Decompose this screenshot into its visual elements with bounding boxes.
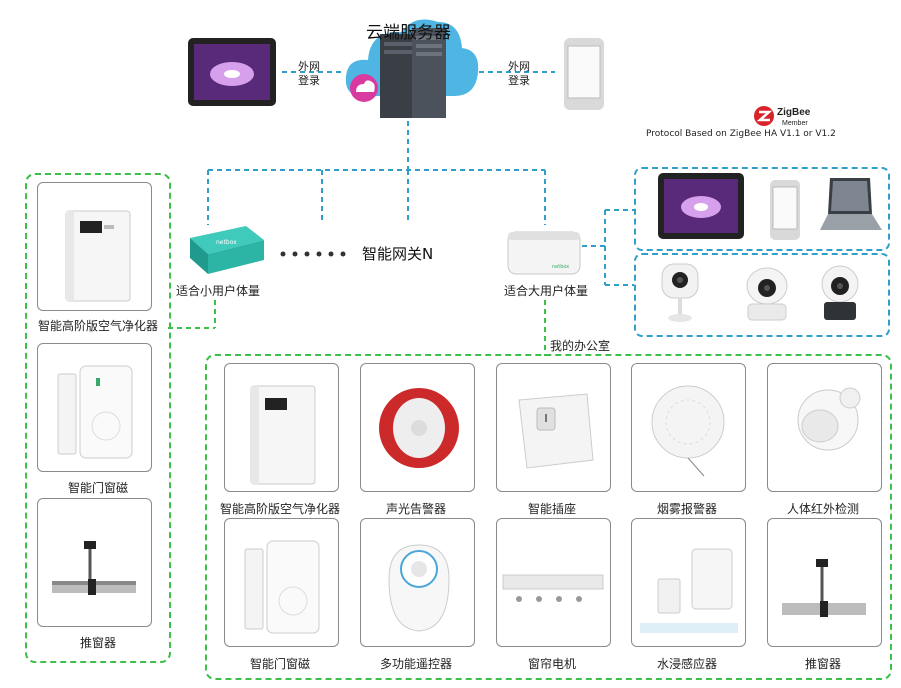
office-device-card[interactable] (360, 518, 475, 647)
right-link-line1: 外网 (508, 60, 530, 73)
office-device-card[interactable] (224, 518, 339, 647)
office-device-label: 人体红外检测 (786, 502, 859, 516)
office-device-label: 声光告警器 (385, 502, 446, 516)
office-device-card[interactable] (631, 518, 746, 647)
left-link-line1: 外网 (298, 60, 320, 73)
office-device-card[interactable] (631, 363, 746, 492)
right-link-line2: 登录 (508, 74, 530, 87)
svg-text:Member: Member (782, 120, 808, 127)
remote-icon (388, 544, 450, 632)
left-device-card[interactable] (37, 182, 152, 311)
office-device-label: 智能插座 (527, 502, 576, 516)
phone-icon (564, 38, 604, 110)
large-gateway-icon: netbox (507, 231, 581, 275)
tablet-icon (188, 38, 276, 106)
water-sensor-icon (640, 548, 738, 633)
client-phone (768, 180, 802, 240)
small-gateway: netbox (186, 222, 266, 278)
tablet-icon (658, 173, 744, 239)
smart-plug-icon (518, 393, 594, 469)
left-device-label: 智能高阶版空气净化器 (37, 319, 158, 333)
camera-devices-box (634, 253, 890, 337)
office-device-label: 窗帘电机 (527, 657, 576, 671)
client-laptop (820, 178, 882, 236)
air-purifier-icon (65, 210, 131, 302)
cloud-server: 云端服务器 (342, 8, 482, 120)
office-device-card[interactable] (360, 363, 475, 492)
office-device-label: 智能高阶版空气净化器 (219, 502, 340, 516)
small-gateway-icon: netbox (190, 226, 264, 274)
laptop-icon (820, 178, 882, 230)
small-gateway-label: 适合小用户体量 (176, 284, 261, 298)
large-gateway: netbox (504, 224, 584, 278)
camera-3 (818, 262, 862, 324)
smoke-detector-icon (651, 385, 725, 477)
large-gateway-label: 适合大用户体量 (504, 284, 589, 298)
office-device-card[interactable] (767, 518, 882, 647)
client-tablet (658, 173, 744, 239)
air-purifier-icon (250, 385, 316, 485)
window-pusher-icon (782, 559, 866, 617)
cloud-server-icon (345, 19, 479, 118)
office-device-group (205, 354, 892, 680)
door-sensor-icon (244, 540, 320, 634)
camera-1 (660, 262, 700, 324)
office-device-label: 烟雾报警器 (656, 502, 717, 516)
office-device-label: 多功能遥控器 (379, 657, 452, 671)
left-link-line2: 登录 (298, 74, 320, 87)
pir-sensor-icon (797, 387, 861, 451)
camera-2 (742, 262, 792, 324)
tablet-device (188, 38, 276, 106)
zigbee-protocol: Protocol Based on ZigBee HA V1.1 or V1.2 (646, 129, 836, 139)
left-device-card[interactable] (37, 498, 152, 627)
zigbee-logo: ZigBee Member (752, 104, 832, 130)
left-device-label: 智能门窗磁 (67, 481, 128, 495)
zigbee-icon: ZigBee Member (754, 106, 811, 127)
left-device-label: 推窗器 (79, 636, 116, 650)
phone-device (562, 38, 606, 110)
camera-icon (821, 265, 859, 320)
phone-icon (770, 180, 800, 240)
door-sensor-icon (57, 365, 133, 459)
siren-icon (379, 388, 459, 468)
gateway-n-label: 智能网关N (362, 245, 434, 263)
office-device-card[interactable] (767, 363, 882, 492)
office-label: 我的办公室 (550, 339, 611, 353)
office-device-card[interactable] (496, 363, 611, 492)
camera-icon (746, 267, 788, 321)
window-pusher-icon (52, 541, 136, 595)
office-device-label: 水浸感应器 (656, 657, 717, 671)
left-device-card[interactable] (37, 343, 152, 472)
office-device-label: 智能门窗磁 (249, 657, 310, 671)
cloud-title: 云端服务器 (366, 23, 451, 43)
office-device-card[interactable] (496, 518, 611, 647)
curtain-motor-icon (502, 574, 604, 602)
office-device-label: 推窗器 (804, 657, 841, 671)
svg-text:netbox: netbox (216, 239, 237, 246)
camera-icon (661, 263, 699, 322)
svg-text:netbox: netbox (552, 264, 569, 270)
client-devices-box (634, 167, 890, 251)
svg-text:ZigBee: ZigBee (777, 107, 811, 118)
left-device-group (25, 173, 171, 663)
office-device-card[interactable] (224, 363, 339, 492)
